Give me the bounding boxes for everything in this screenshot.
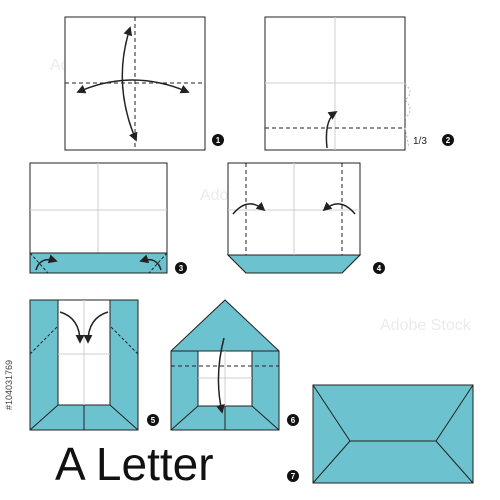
svg-text:5: 5 xyxy=(151,416,156,425)
step-7-badge: 7 xyxy=(287,470,299,482)
step-3-diagram xyxy=(29,162,168,274)
svg-text:7: 7 xyxy=(291,472,296,481)
envelope-result xyxy=(312,384,474,484)
step-3-badge: 3 xyxy=(175,262,187,274)
stock-id: #104031769 xyxy=(4,360,14,410)
step-6-badge: 6 xyxy=(287,414,299,426)
svg-text:Adobe Stock: Adobe Stock xyxy=(380,317,472,334)
svg-text:1: 1 xyxy=(216,136,221,145)
svg-text:2: 2 xyxy=(446,136,451,145)
step-4-badge: 4 xyxy=(373,262,385,274)
step-5-badge: 5 xyxy=(147,414,159,426)
step-4-diagram xyxy=(226,162,362,274)
diagram-title: A Letter xyxy=(55,438,214,490)
svg-text:3: 3 xyxy=(179,264,184,273)
step-1-badge: 1 xyxy=(212,134,224,146)
step-2-badge: 2 xyxy=(442,134,454,146)
step-1-diagram xyxy=(64,16,206,151)
step-5-diagram xyxy=(29,299,139,431)
step-2-diagram xyxy=(264,16,411,151)
svg-text:6: 6 xyxy=(291,416,296,425)
step-6-diagram xyxy=(170,299,280,431)
svg-text:4: 4 xyxy=(377,264,382,273)
fold-ratio-label: 1/3 xyxy=(413,136,427,147)
